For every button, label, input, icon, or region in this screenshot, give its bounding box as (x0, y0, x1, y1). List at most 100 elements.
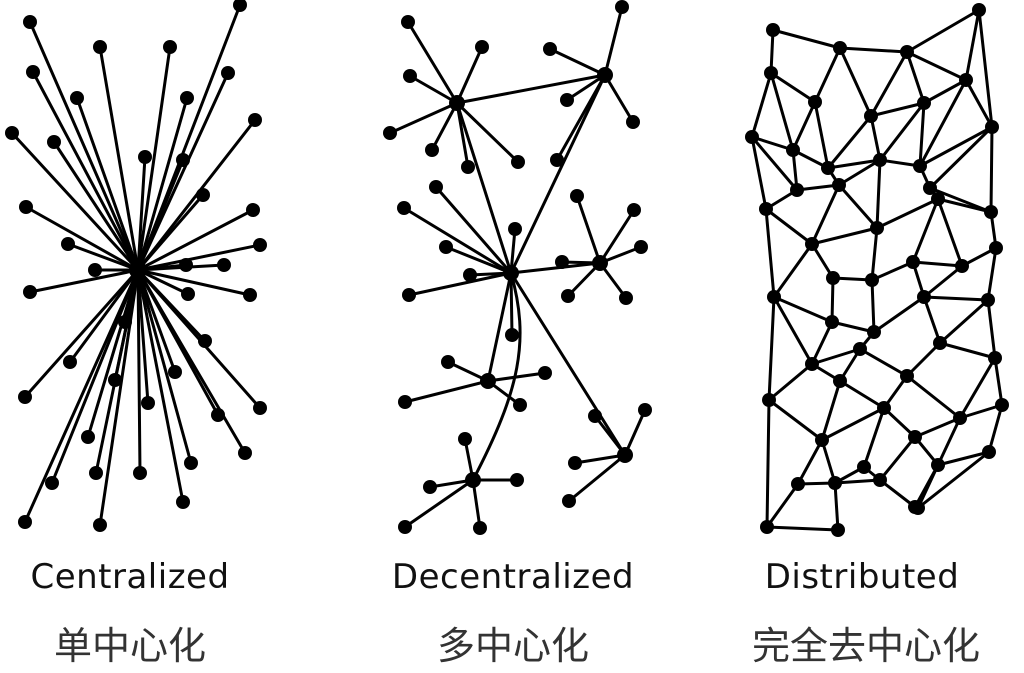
distributed-node (833, 374, 847, 388)
distributed-edge (826, 114, 873, 170)
decentralized-leaf-node (425, 143, 439, 157)
centralized-leaf-node (248, 113, 262, 127)
distributed-node (790, 183, 804, 197)
distributed-node (766, 23, 780, 37)
distributed-edge (870, 226, 879, 282)
distributed-edge (764, 207, 776, 299)
distributed-edge (765, 482, 800, 529)
decentralized-leaf-node (398, 520, 412, 534)
decentralized-leaf-node (570, 189, 584, 203)
decentralized-edge (486, 371, 547, 383)
centralized-edge (136, 268, 252, 297)
distributed-edge (911, 260, 964, 268)
centralized-leaf-node (108, 373, 122, 387)
centralized-leaf-node (196, 188, 210, 202)
distributed-edge (869, 101, 926, 118)
decentralized-edge (603, 5, 624, 77)
centralized-leaf-node (133, 466, 147, 480)
decentralized-hub-node (465, 472, 481, 488)
distributed-node (764, 66, 778, 80)
distributed-edge (958, 356, 997, 420)
distributed-edge (936, 416, 962, 467)
centralized-edge (28, 20, 140, 272)
distributed-edge (977, 8, 994, 129)
distributed-edge (862, 406, 886, 469)
centralized-leaf-node (47, 135, 61, 149)
distributed-edge (936, 197, 964, 268)
decentralized-edge (455, 101, 470, 169)
distributed-edge (918, 101, 926, 168)
distributed-node (931, 458, 945, 472)
distributed-edge (916, 450, 991, 510)
distributed-node (933, 336, 947, 350)
decentralized-leaf-node (513, 398, 527, 412)
distributed-edge (769, 71, 817, 104)
decentralized-edge (402, 206, 513, 275)
distributed-edge (936, 450, 991, 467)
distributed-node (767, 290, 781, 304)
distributed-edge (820, 438, 837, 485)
centralized-leaf-node (184, 456, 198, 470)
centralized-leaf-node (70, 91, 84, 105)
centralized-network-diagram (5, 0, 267, 532)
distributed-edge (838, 379, 886, 410)
decentralized-hub-link (455, 73, 607, 105)
decentralized-leaf-node (626, 115, 640, 129)
distributed-node (828, 476, 842, 490)
distributed-edge (810, 183, 841, 246)
distributed-node (913, 159, 927, 173)
distributed-edge (837, 158, 882, 187)
centralized-leaf-node (89, 466, 103, 480)
centralized-edge (68, 268, 140, 364)
centralized-leaf-node (238, 446, 252, 460)
distributed-edge (796, 438, 824, 486)
decentralized-leaf-node (463, 268, 477, 282)
distributed-node (865, 273, 879, 287)
centralized-edge (10, 131, 140, 272)
centralized-leaf-node (246, 203, 260, 217)
distributed-node (808, 95, 822, 109)
centralized-edge (136, 268, 190, 296)
centralized-leaf-node (23, 285, 37, 299)
distributed-edge (993, 356, 1004, 407)
centralized-label: Centralized (30, 557, 230, 597)
decentralized-edge (598, 208, 636, 265)
distributed-node (911, 501, 925, 515)
distributed-edge (765, 398, 771, 529)
decentralized-edge (430, 101, 459, 152)
decentralized-edge (407, 271, 513, 297)
distributed-label: Distributed (764, 557, 960, 597)
distributed-node (864, 109, 878, 123)
distributed-edge (905, 50, 926, 105)
centralized-leaf-node (163, 40, 177, 54)
network-topology-diagrams (5, 0, 1009, 537)
distributed-edge (918, 78, 968, 168)
distributed-edge (869, 50, 909, 118)
decentralized-edge (403, 478, 475, 529)
distributed-edge (869, 114, 882, 162)
decentralized-leaf-node (634, 240, 648, 254)
distributed-edge (872, 295, 926, 334)
decentralized-hub-link (455, 101, 513, 275)
distributed-node (826, 271, 840, 285)
centralized-edge (98, 268, 140, 527)
decentralized-hub-node (503, 265, 519, 281)
distributed-node (906, 255, 920, 269)
distributed-edge (750, 135, 799, 192)
distributed-edge (772, 295, 834, 324)
decentralized-edge (623, 408, 647, 457)
distributed-edge (878, 101, 926, 162)
decentralized-edge (593, 414, 627, 457)
decentralized-leaf-node (510, 473, 524, 487)
centralized-leaf-node (45, 476, 59, 490)
distributed-edge (858, 347, 909, 378)
distributed-edge (769, 28, 775, 75)
decentralized-leaf-node (561, 289, 575, 303)
distributed-edge (964, 78, 994, 129)
decentralized-edge (388, 101, 459, 135)
decentralized-edge (444, 245, 513, 275)
distributed-node (873, 153, 887, 167)
decentralized-leaf-node (461, 160, 475, 174)
distributed-edge (918, 125, 994, 168)
distributed-edge (922, 295, 990, 302)
